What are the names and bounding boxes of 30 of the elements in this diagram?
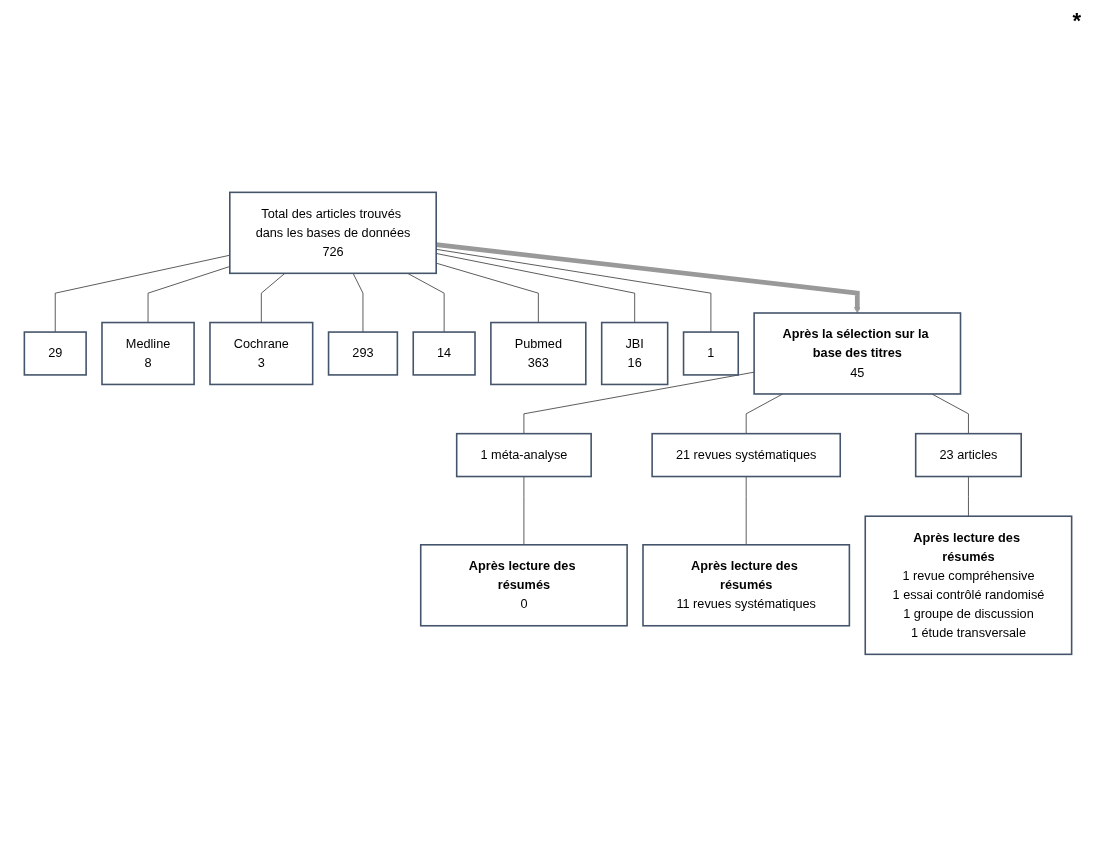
- node-box: Après la sélection sur la base des titres 45: [752, 312, 961, 395]
- node-box: 14: [411, 331, 476, 376]
- node-box: Pubmed 363: [489, 321, 587, 386]
- connector: [54, 255, 230, 333]
- node-box: 1 méta-analyse: [455, 433, 592, 478]
- footnote-mark: *: [1072, 8, 1081, 33]
- connector: [352, 273, 363, 333]
- connector: [147, 266, 230, 324]
- node-box: 1: [682, 331, 739, 376]
- node-box: Cochrane 3: [208, 321, 313, 386]
- connector: [435, 249, 711, 333]
- node-box: JBI 16: [600, 321, 668, 386]
- node-box: 23 articles: [914, 433, 1022, 478]
- node-box: Après lecture des résumés 1 revue compréhensive 1 essai contrôlé randomisé 1 groupe de discussion 1 étude transversale: [863, 515, 1072, 656]
- connector: [745, 476, 747, 546]
- connector: [435, 253, 635, 324]
- connector: [260, 273, 285, 324]
- node-box: Après lecture des résumés 11 revues systématiques: [641, 544, 850, 627]
- node-box: 29: [23, 331, 87, 376]
- connector: [523, 476, 524, 546]
- connector: [967, 476, 969, 517]
- node-box: Total des articles trouvés dans les bases de données 726: [228, 191, 437, 275]
- connector: [523, 371, 754, 435]
- connector: [745, 393, 783, 435]
- node-box: Medline 8: [100, 321, 195, 386]
- arrow: [435, 242, 861, 314]
- node-box: 21 revues systématiques: [650, 433, 841, 478]
- node-box: 293: [327, 331, 398, 376]
- connector: [435, 262, 539, 324]
- node-box: Après lecture des résumés 0: [419, 544, 628, 627]
